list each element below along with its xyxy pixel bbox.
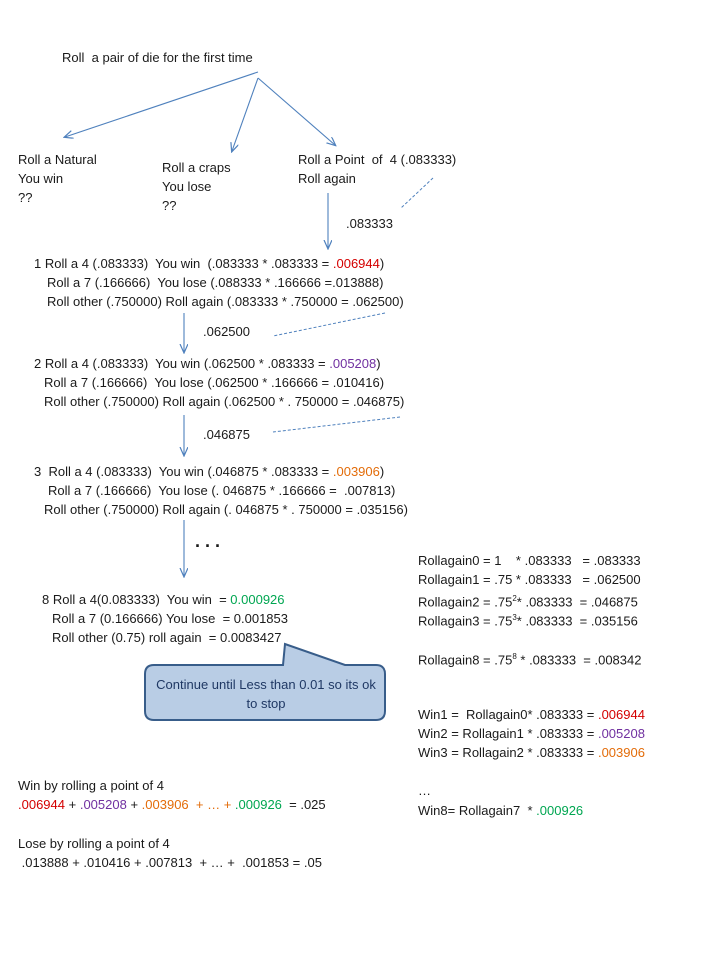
branch-natural-line1: Roll a Natural xyxy=(18,152,97,167)
win8-line: Win8= Rollagain7 * .000926 xyxy=(418,803,584,818)
branch-craps-line1: Roll a craps xyxy=(162,160,231,175)
roll3-win-line: 3 Roll a 4 (.083333) You win (.046875 * … xyxy=(34,464,385,479)
roll2-lose-line: Roll a 7 (.166666) You lose (.062500 * .… xyxy=(44,375,385,390)
roll8-again-line: Roll other (0.75) roll again = 0.0083427 xyxy=(52,630,282,645)
win1-line: Win1 = Rollagain0* .083333 = .006944 xyxy=(418,707,645,722)
win-summary-sum: .006944 + .005208 + .003906 + … + .00092… xyxy=(18,797,326,812)
branch-craps-line3: ?? xyxy=(162,198,177,213)
roll2-win-line: 2 Roll a 4 (.083333) You win (.062500 * … xyxy=(34,356,381,371)
win-summary-title: Win by rolling a point of 4 xyxy=(18,778,164,793)
win2-line: Win2 = Rollagain1 * .083333 = .005208 xyxy=(418,726,645,741)
roll2-again-line: Roll other (.750000) Roll again (.062500… xyxy=(44,394,405,409)
branch-natural-line3: ?? xyxy=(18,190,33,205)
carry-value-2: .046875 xyxy=(203,427,250,442)
rollagain2-line: Rollagain2 = .752* .083333 = .046875 xyxy=(418,594,638,610)
roll3-lose-line: Roll a 7 (.166666) You lose (. 046875 * … xyxy=(48,483,396,498)
roll1-win-line: 1 Roll a 4 (.083333) You win (.083333 * … xyxy=(34,256,385,271)
carry-value-1: .062500 xyxy=(203,324,250,339)
continuation-ellipsis: . . . xyxy=(195,531,221,551)
roll1-win-value: .006944 xyxy=(332,256,380,271)
rollagain8-line: Rollagain8 = .758 * .083333 = .008342 xyxy=(418,652,642,668)
branch-natural-line2: You win xyxy=(18,171,64,186)
lose-summary-sum: .013888 + .010416 + .007813 + … + .00185… xyxy=(18,855,322,870)
callout-text: Continue until Less than 0.01 so its ok … xyxy=(156,677,376,711)
roll8-lose-line: Roll a 7 (0.166666) You lose = 0.001853 xyxy=(52,611,288,626)
roll3-win-value: .003906 xyxy=(332,464,380,479)
roll8-win-line: 8 Roll a 4(0.083333) You win = 0.000926 xyxy=(42,592,285,607)
rollagain1-line: Rollagain1 = .75 * .083333 = .062500 xyxy=(418,572,641,587)
dashed-link-2 xyxy=(272,416,401,433)
root-label: Roll a pair of die for the first time xyxy=(62,50,253,65)
branch-point-line1: Roll a Point of 4 (.083333) xyxy=(298,152,457,167)
roll1-again-line: Roll other (.750000) Roll again (.083333… xyxy=(47,294,404,309)
win-ellipsis: … xyxy=(418,783,431,798)
roll3-again-line: Roll other (.750000) Roll again (. 04687… xyxy=(44,502,408,517)
rollagain3-line: Rollagain3 = .753* .083333 = .035156 xyxy=(418,613,638,629)
arrow-to-craps xyxy=(232,77,259,151)
win3-line: Win3 = Rollagain2 * .083333 = .003906 xyxy=(418,745,645,760)
rollagain0-line: Rollagain0 = 1 * .083333 = .083333 xyxy=(418,553,641,568)
callout-shape xyxy=(144,642,386,721)
dashed-link-0 xyxy=(400,177,434,209)
roll2-win-value: .005208 xyxy=(329,356,377,371)
carry-value-0: .083333 xyxy=(346,216,393,231)
arrow-to-point xyxy=(257,77,335,145)
roll8-win-value: 0.000926 xyxy=(230,592,285,607)
roll1-lose-line: Roll a 7 (.166666) You lose (.088333 * .… xyxy=(47,275,384,290)
branch-point-line2: Roll again xyxy=(298,171,356,186)
arrow-to-natural xyxy=(65,71,259,137)
branch-craps-line2: You lose xyxy=(162,179,212,194)
lose-summary-title: Lose by rolling a point of 4 xyxy=(18,836,170,851)
dashed-link-1 xyxy=(272,312,386,337)
